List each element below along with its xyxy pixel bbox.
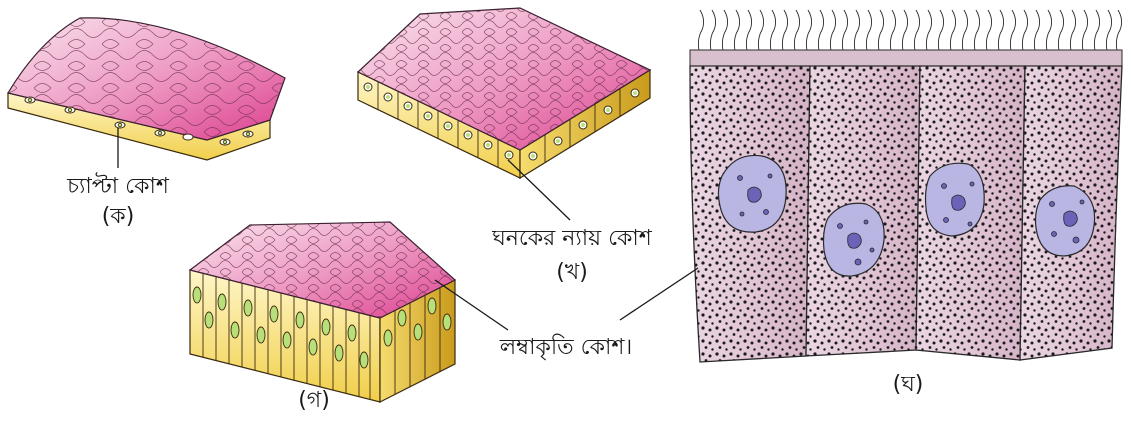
tag-c: (গ) bbox=[298, 390, 330, 412]
label-columnar: লম্বাকৃতি কোশ। bbox=[500, 337, 633, 359]
label-squamous: চ্যাপ্টা কোশ bbox=[67, 176, 169, 198]
cuboidal-block bbox=[358, 8, 650, 178]
squamous-block bbox=[8, 18, 285, 160]
tag-b: (খ) bbox=[556, 262, 588, 284]
tag-d: (ঘ) bbox=[893, 374, 924, 396]
ciliated-columnar bbox=[690, 10, 1122, 362]
tag-a: (ক) bbox=[102, 206, 135, 228]
columnar-block bbox=[190, 222, 455, 402]
label-cuboidal: ঘনকের ন্যায় কোশ bbox=[492, 228, 652, 250]
